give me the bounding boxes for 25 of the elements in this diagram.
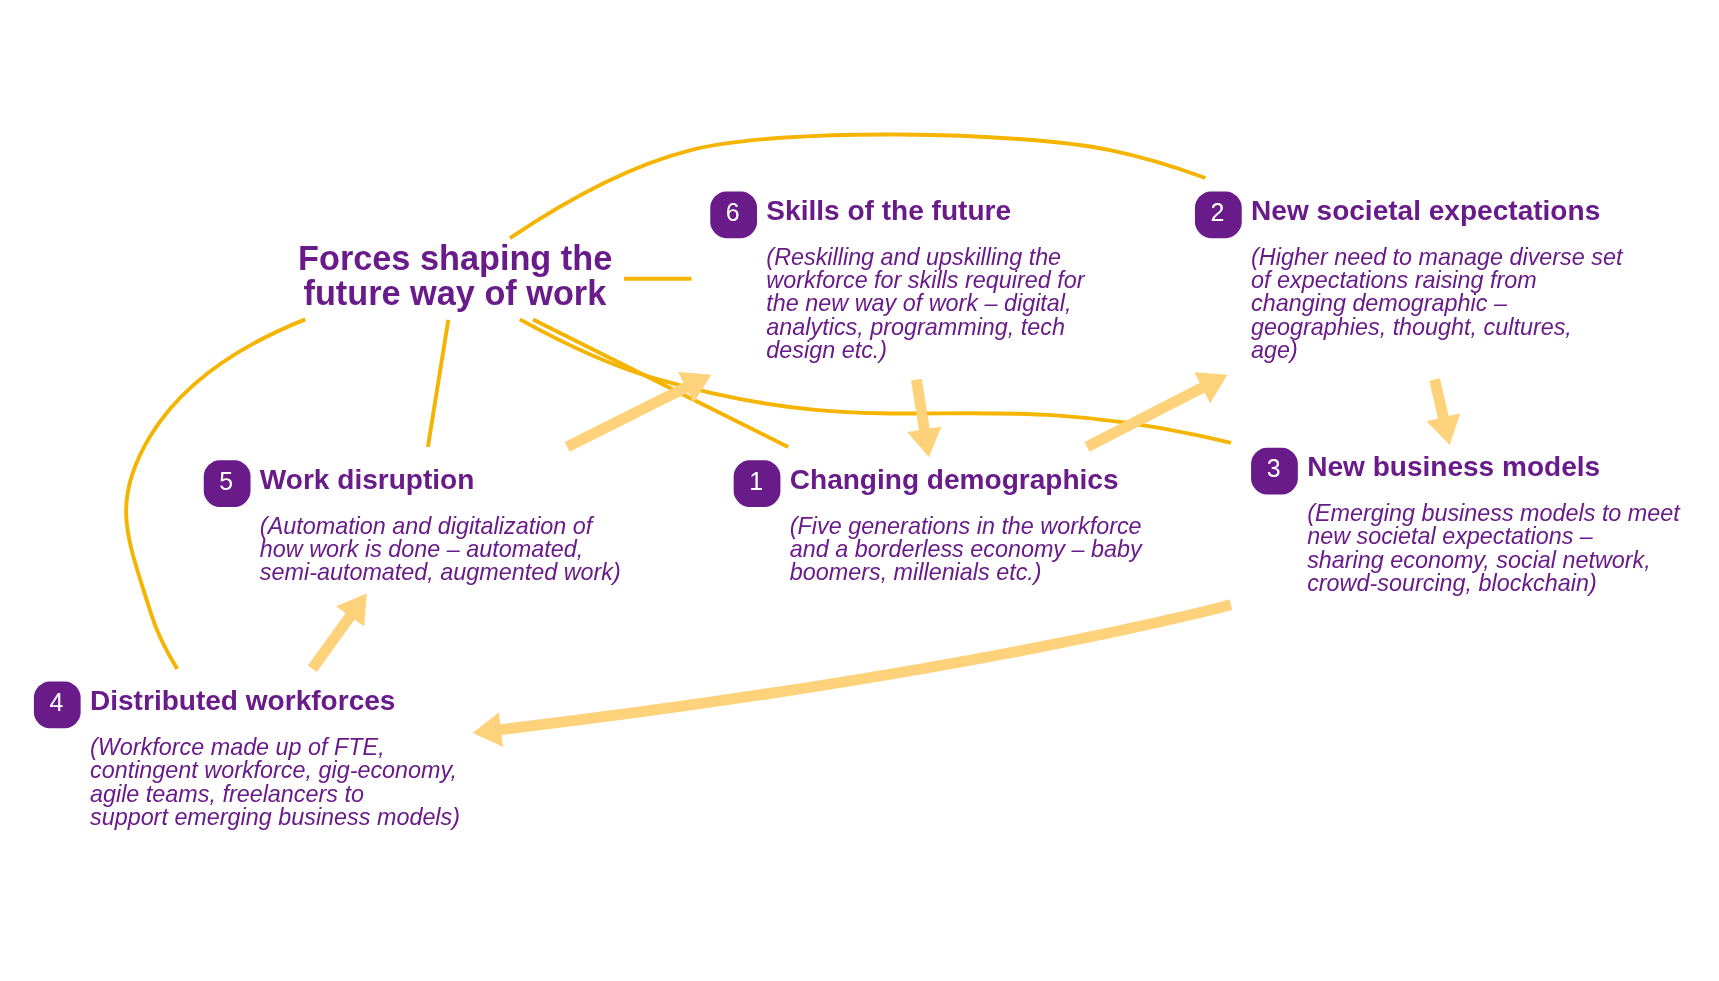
node-text: Forces shaping the future way of work <box>298 239 613 312</box>
arrow <box>1426 378 1461 445</box>
node-label: New business models <box>1307 451 1601 483</box>
node-label: (Automation and digitalization of how work is done – automated, semi-automated, augmented work) <box>259 512 621 586</box>
arrow <box>1084 372 1228 452</box>
node-label: New societal expectations <box>1251 195 1601 227</box>
connector <box>532 317 790 449</box>
arrow <box>307 593 367 672</box>
connector <box>508 132 1207 240</box>
node-label: Changing demographics <box>789 463 1119 495</box>
arrow <box>472 599 1233 747</box>
arrow <box>564 371 712 452</box>
node-label: (Higher need to manage diverse set of expectations raising from changing demographic – geographies, thought, cultures, age) <box>1251 243 1623 364</box>
arrow <box>907 378 942 458</box>
node-label: Skills of the future <box>766 195 1012 227</box>
connector <box>624 276 692 281</box>
node-label: (Reskilling and upskilling the workforce for skills required for the new way of work – digital, analytics, programming, tech design etc.) <box>766 243 1085 364</box>
node-label: Work disruption <box>259 463 475 495</box>
connector <box>425 319 451 448</box>
node-label: (Emerging business models to meet new societal expectations – sharing economy, social network, crowd-sourcing, blockchain) <box>1307 500 1680 597</box>
node-label: Distributed workforces <box>89 685 396 717</box>
connector <box>124 317 307 670</box>
node-label: (Workforce made up of FTE, contingent workforce, gig-economy, agile teams, freelancers to support emerging business models) <box>89 733 461 830</box>
node-label: (Five generations in the workforce and a borderless economy – baby boomers, millenials etc.) <box>789 512 1142 586</box>
connector <box>518 317 1232 445</box>
